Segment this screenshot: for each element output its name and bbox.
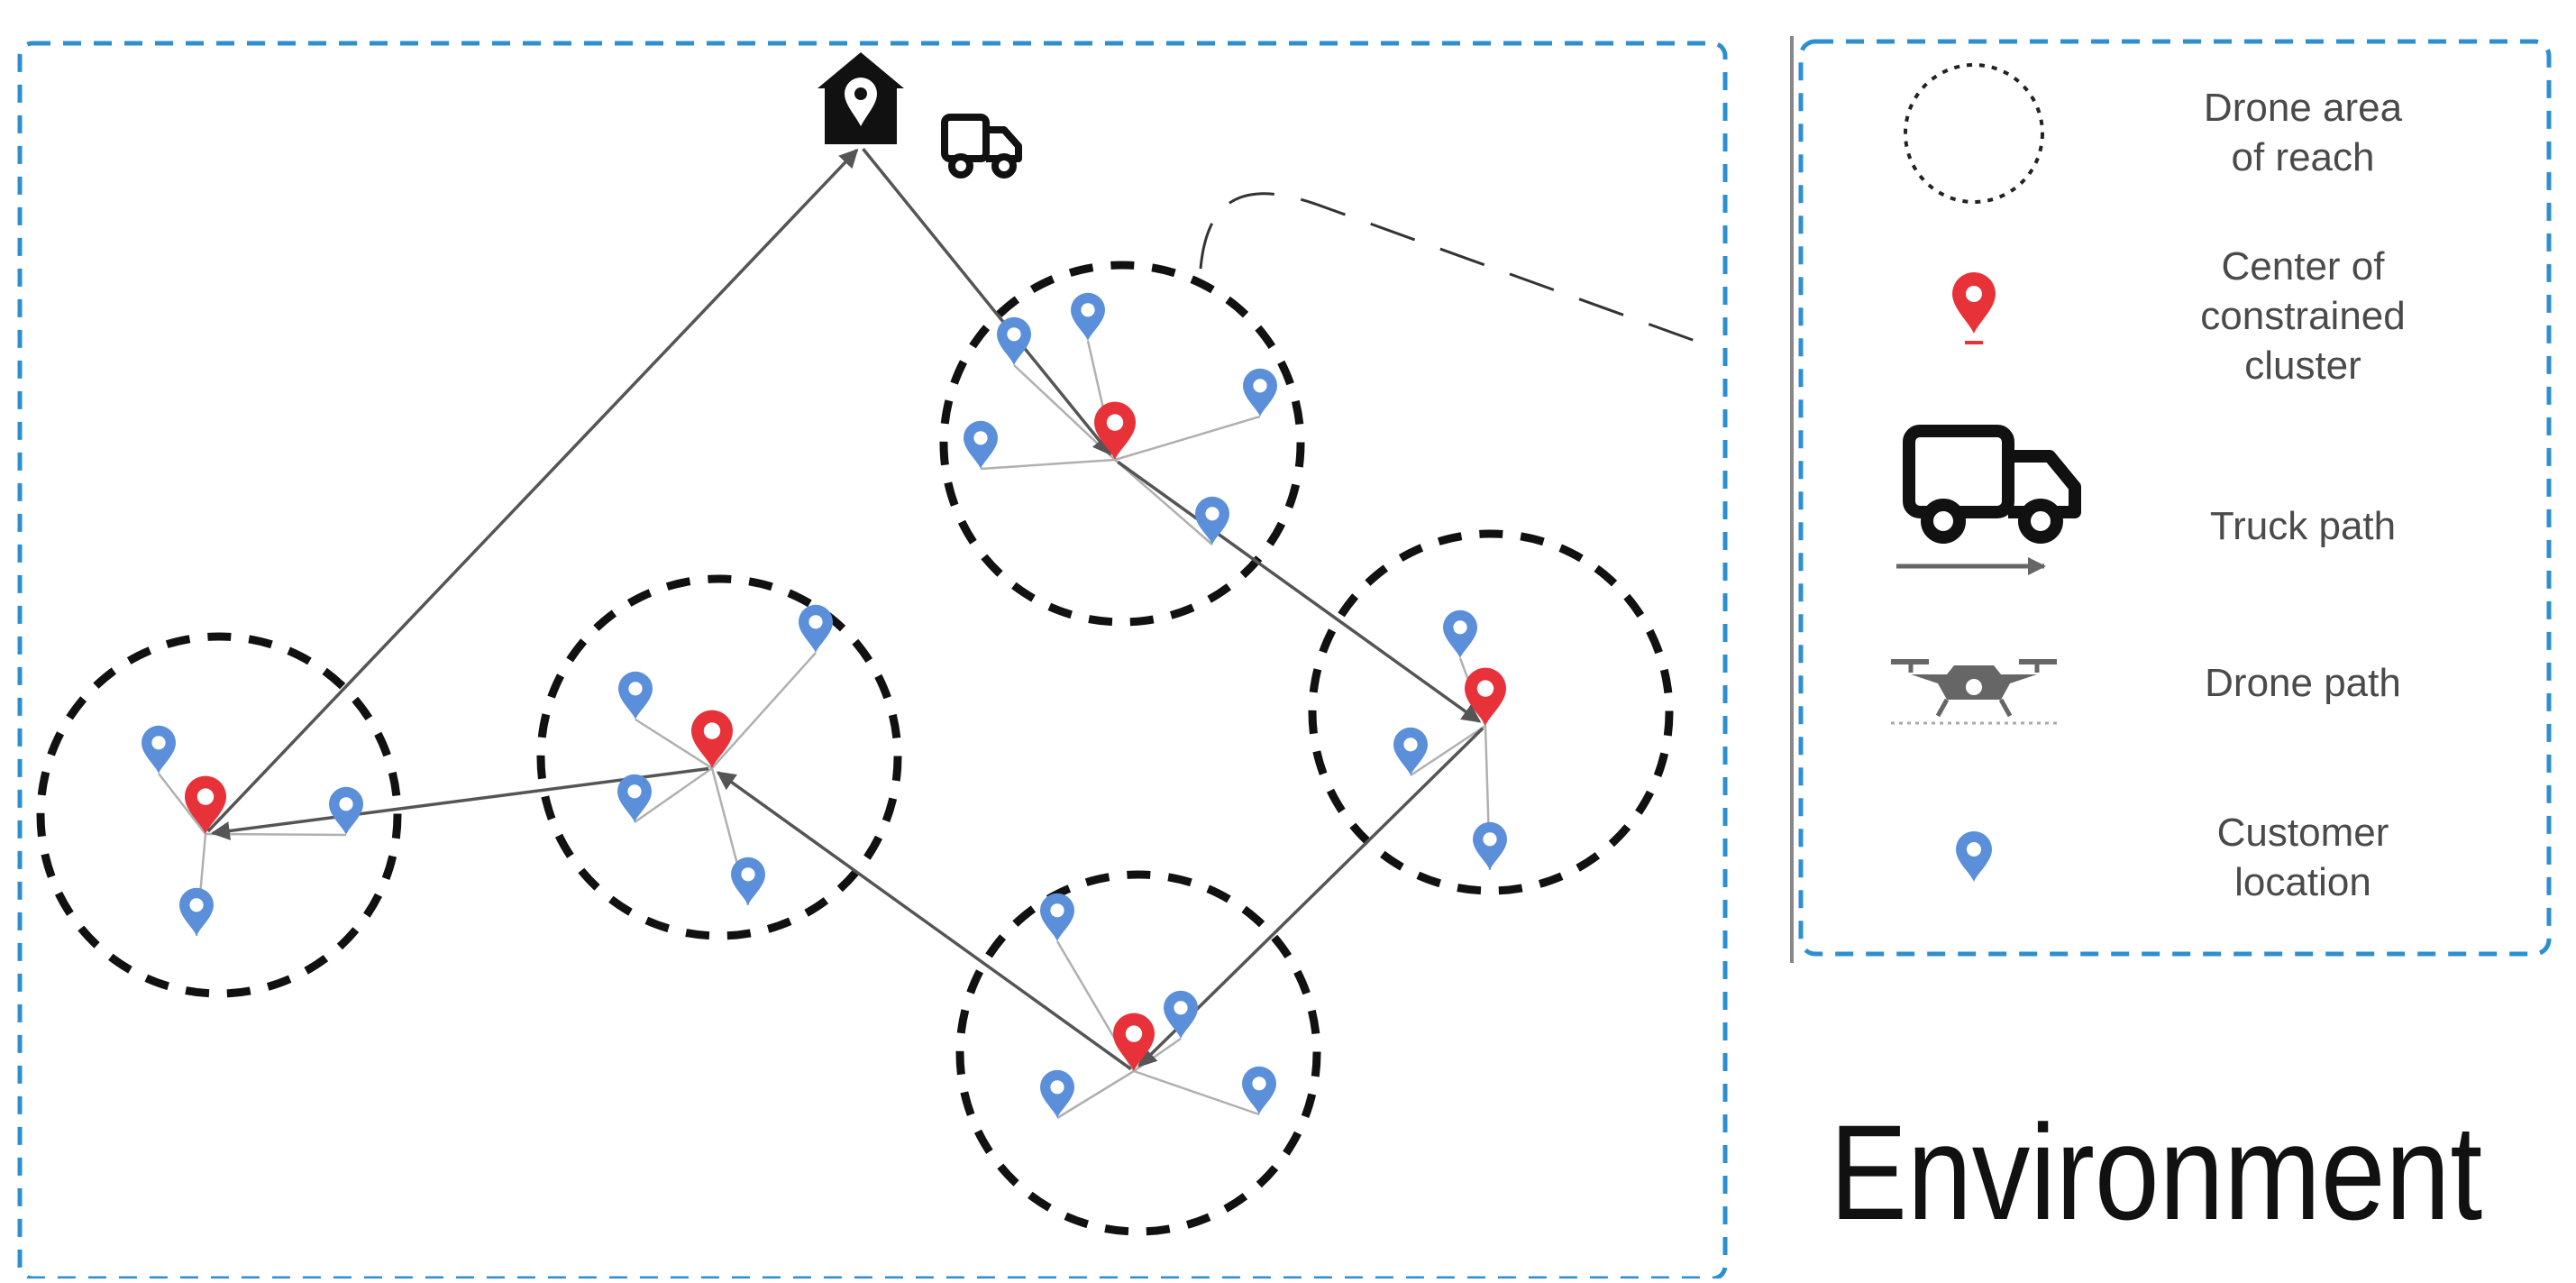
truck-path: [1117, 460, 1482, 723]
customer-pin: [1040, 1069, 1074, 1118]
center-pin: [1094, 401, 1136, 460]
customer-pin: [618, 671, 653, 719]
legend-label-truck: Truck path: [2209, 504, 2397, 548]
customer-pin: [731, 857, 765, 905]
customer-pin: [964, 420, 998, 469]
legend-connector: [1199, 192, 1713, 349]
customer-pins: [142, 292, 1507, 1118]
drone-path: [1133, 1069, 1260, 1116]
reach-circle: [1308, 529, 1674, 895]
reach-circle: [955, 870, 1321, 1236]
customer-pin: [1473, 821, 1507, 870]
drone-path: [1410, 724, 1486, 777]
legend-label-drone: Drone path: [2205, 661, 2401, 705]
legend-label-customer: Customer location: [2216, 811, 2389, 904]
customer-pin: [142, 725, 176, 774]
customer-pin: [329, 786, 363, 835]
truck-path: [716, 771, 1132, 1071]
center-pin: [1465, 667, 1506, 726]
reach-circle: [36, 632, 402, 998]
legend-label-center: Center of constrained cluster: [2200, 244, 2406, 388]
center-pin: [1113, 1013, 1155, 1071]
environment-caption: Environment: [1830, 1096, 2483, 1248]
drone-path: [711, 652, 817, 769]
center-pin: [691, 710, 733, 768]
drone-path: [634, 766, 713, 824]
reach-circles: [36, 261, 1674, 1236]
customer-pin: [1242, 1066, 1276, 1114]
legend-frame: [1798, 39, 2552, 957]
drone-path: [635, 718, 713, 770]
customer-pin: [997, 316, 1031, 365]
customer-pin: [1195, 496, 1229, 545]
legend-truck-icon: [1896, 425, 2081, 575]
customer-pin: [1393, 727, 1428, 775]
customer-pin: [1443, 609, 1477, 658]
reach-circle: [536, 574, 902, 940]
center-pin: [185, 775, 226, 834]
customer-pin: [179, 887, 214, 936]
dashed-circle-icon: [1904, 63, 2044, 204]
drone-path: [1056, 1069, 1135, 1120]
customer-pin: [1164, 990, 1198, 1039]
truck-path: [206, 148, 859, 833]
drone-paths: [158, 340, 1492, 1120]
depot-icon: [818, 52, 904, 144]
customer-pin: [1071, 292, 1105, 341]
environment-frame: [17, 41, 1728, 1281]
truck-path: [862, 148, 1112, 456]
customer-pin: [1040, 893, 1074, 941]
drone-path: [980, 458, 1116, 471]
customer-pin: [1243, 368, 1277, 417]
red-map-pin-icon: [1952, 272, 1996, 344]
truck-paths: [206, 148, 1484, 1071]
drone-path: [158, 773, 206, 835]
center-pins: [185, 401, 1506, 1071]
blue-map-pin-icon: [1956, 831, 1992, 882]
customer-pin: [617, 774, 652, 822]
drone-icon: [1891, 659, 2057, 725]
drone-path: [205, 832, 347, 837]
drone-path: [1114, 415, 1261, 462]
legend-label-reach: Drone area of reach: [2203, 86, 2403, 179]
reach-circle: [939, 261, 1305, 627]
truck-icon: [941, 114, 1022, 179]
customer-pin: [799, 604, 833, 653]
drone-path: [1114, 459, 1213, 545]
